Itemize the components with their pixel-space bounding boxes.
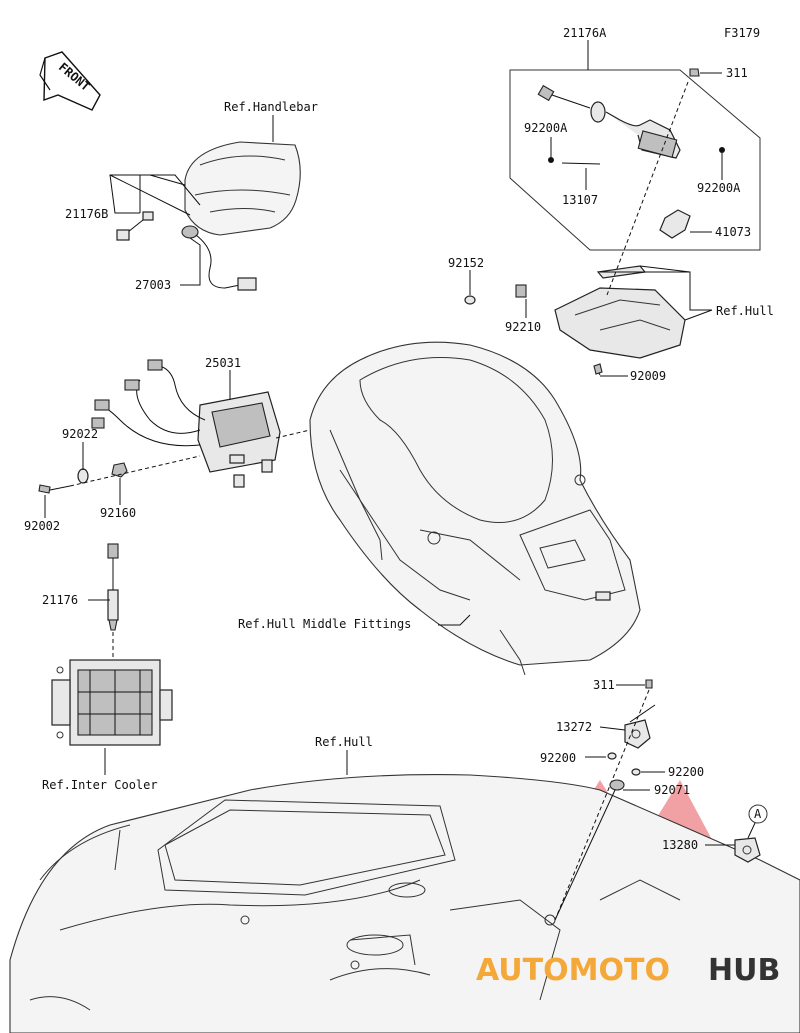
cable-21176A xyxy=(509,68,761,296)
hull-middle-fittings xyxy=(309,341,641,676)
inter-cooler xyxy=(51,659,173,746)
reference-circle-a xyxy=(748,804,768,824)
label-92200A-left: 92200A xyxy=(524,121,568,135)
screw-92002 xyxy=(38,484,71,494)
label-92160: 92160 xyxy=(100,506,136,520)
label-92200-right: 92200 xyxy=(668,765,704,779)
nut-92160 xyxy=(111,462,128,478)
label-92200A-right: 92200A xyxy=(697,181,741,195)
label-ref-handlebar: Ref.Handlebar xyxy=(224,100,318,114)
label-circle-a: A xyxy=(754,807,762,821)
label-25031: 25031 xyxy=(205,356,241,370)
label-ref-hull-middle-fittings: Ref.Hull Middle Fittings xyxy=(238,617,411,631)
label-311-bottom: 311 xyxy=(593,678,615,692)
label-13107: 13107 xyxy=(562,193,598,207)
watermark-auto: AUTOMOTO xyxy=(476,953,670,988)
figure-id: F3179 xyxy=(724,26,760,40)
front-direction-arrow: FRONT xyxy=(39,51,101,111)
label-92002: 92002 xyxy=(24,519,60,533)
label-92071: 92071 xyxy=(654,783,690,797)
washer-92022 xyxy=(77,468,89,484)
label-13272: 13272 xyxy=(556,720,592,734)
label-92009: 92009 xyxy=(630,369,666,383)
meter-25031 xyxy=(91,359,281,488)
label-ref-hull-bottom: Ref.Hull xyxy=(315,735,373,749)
handlebar-cover xyxy=(184,141,301,236)
label-21176A: 21176A xyxy=(563,26,607,40)
label-ref-inter-cooler: Ref.Inter Cooler xyxy=(42,778,158,792)
watermark-text: AUTOMOTO HUB xyxy=(476,953,780,988)
label-92152: 92152 xyxy=(448,256,484,270)
grommet-92152-92210 xyxy=(464,284,527,305)
sensor-21176 xyxy=(107,543,119,660)
label-21176: 21176 xyxy=(42,593,78,607)
label-ref-hull-top: Ref.Hull xyxy=(716,304,774,318)
harness-21176B xyxy=(116,211,154,241)
label-92210: 92210 xyxy=(505,320,541,334)
hull-bottom xyxy=(9,774,800,1033)
watermark-hub: HUB xyxy=(708,953,780,988)
leader-lines xyxy=(44,40,735,846)
switch-27003 xyxy=(181,225,257,291)
label-21176B: 21176B xyxy=(65,207,108,221)
label-13280: 13280 xyxy=(662,838,698,852)
part-labels: 21176A 311 92200A 92200A 13107 41073 Ref… xyxy=(24,26,774,852)
label-92200-left: 92200 xyxy=(540,751,576,765)
label-92022: 92022 xyxy=(62,427,98,441)
label-27003: 27003 xyxy=(135,278,171,292)
label-311-top: 311 xyxy=(726,66,748,80)
label-41073: 41073 xyxy=(715,225,751,239)
hull-bracket xyxy=(554,265,686,376)
clip-13280 xyxy=(734,804,768,863)
bracket-13272 xyxy=(554,679,653,921)
